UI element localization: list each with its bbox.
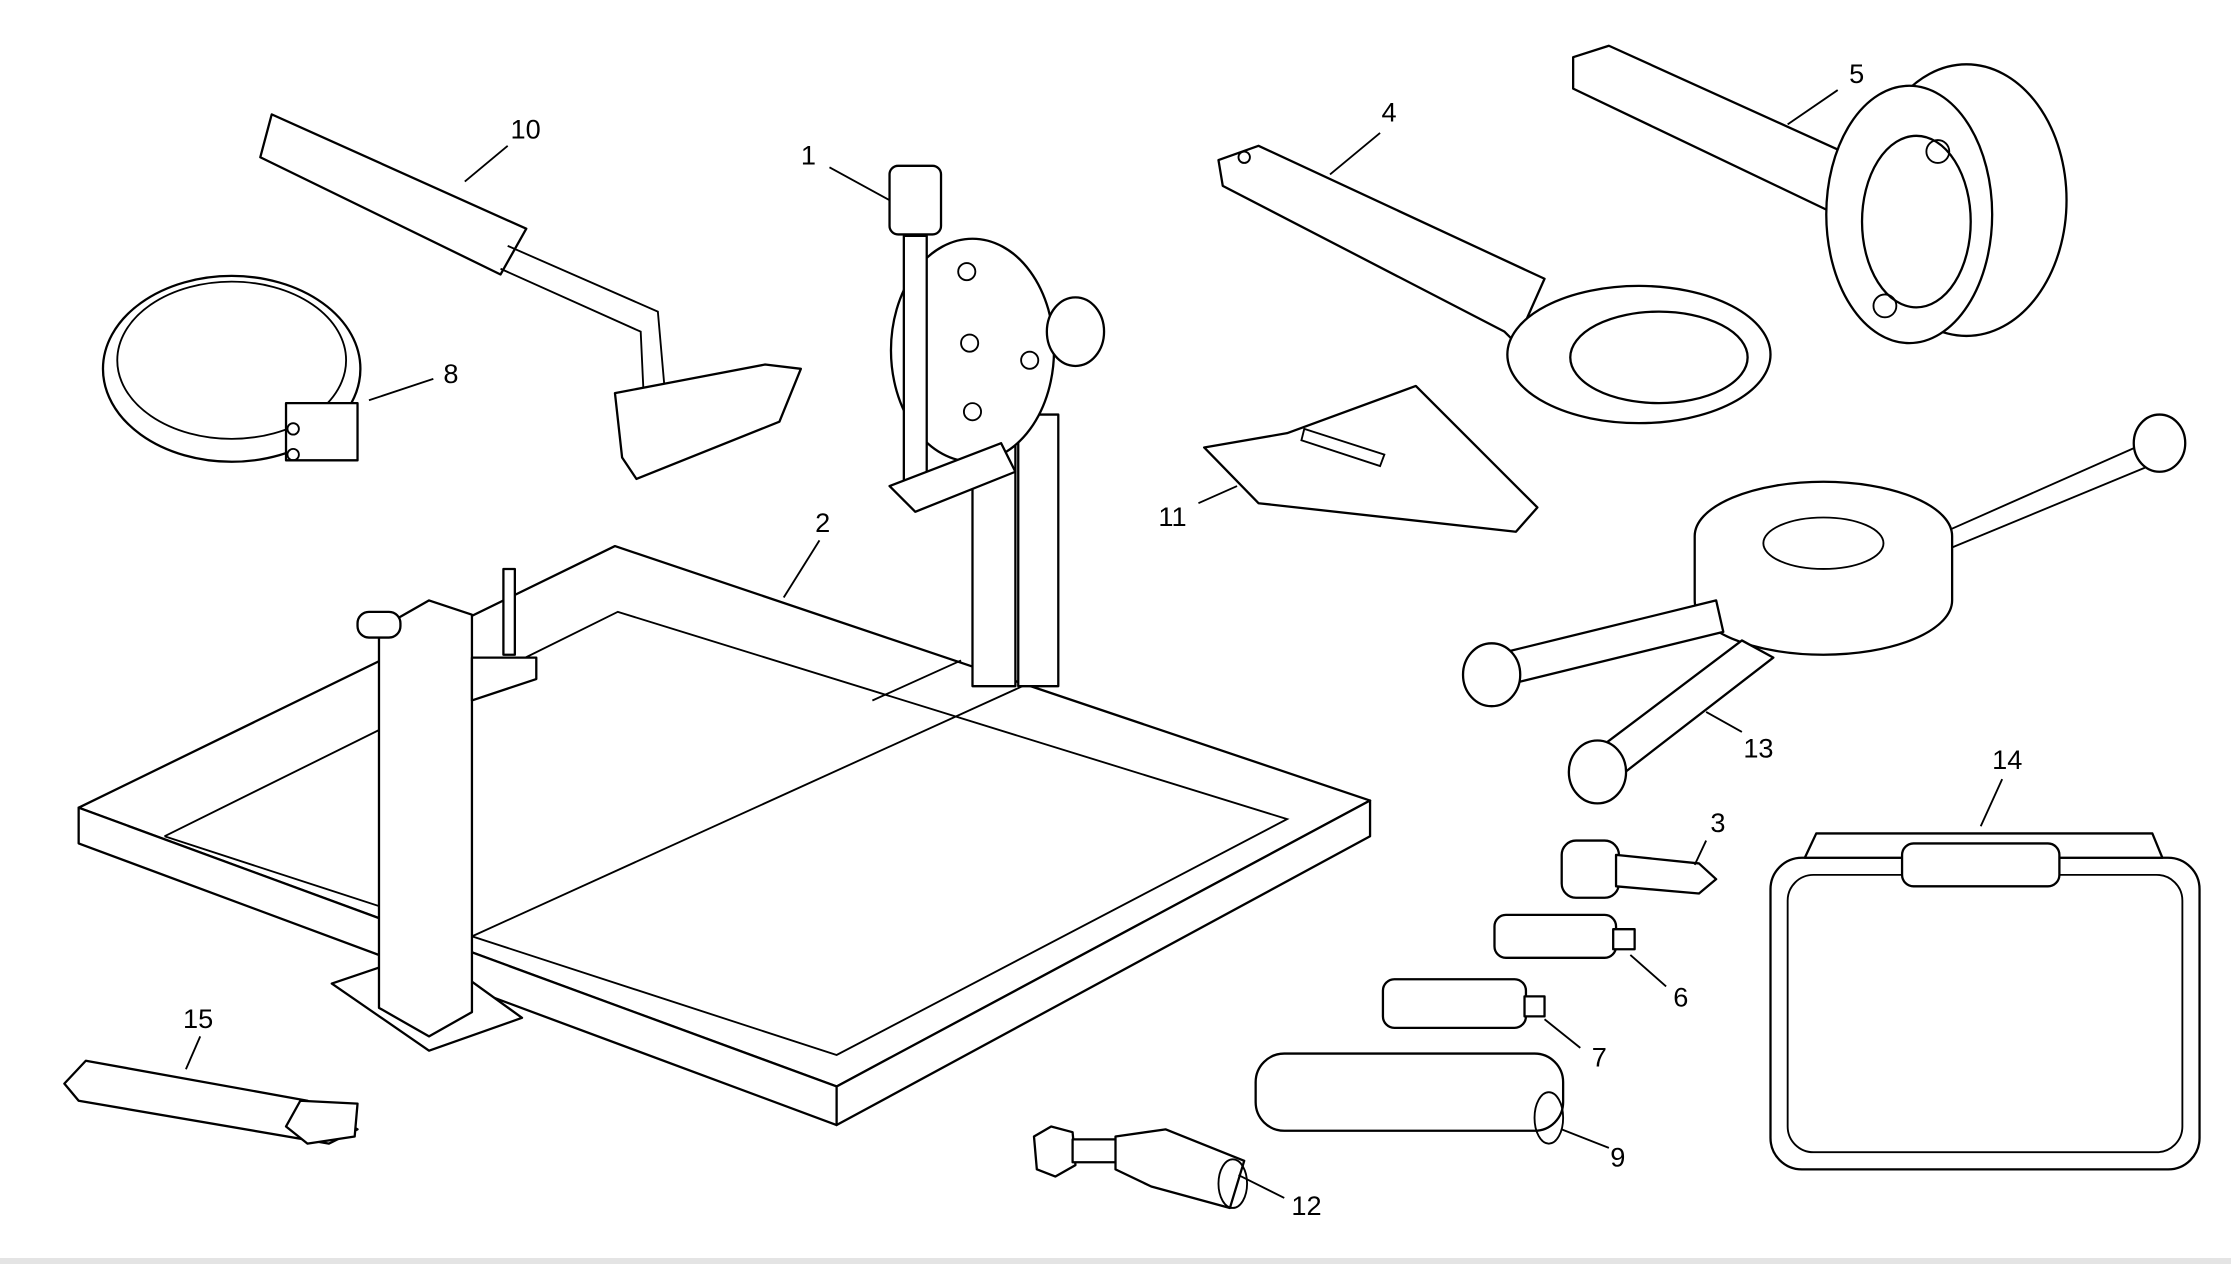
part-5-tool — [1571, 44, 2068, 345]
part-13-tool — [1461, 413, 2187, 805]
part-7-pin — [1381, 978, 1546, 1029]
part-4-wrench — [1217, 144, 1772, 425]
part-15-socket — [63, 1059, 359, 1145]
part-14-case — [1769, 832, 2201, 1171]
callout-10: 10 — [511, 114, 541, 145]
callout-11: 11 — [1158, 501, 1186, 532]
bottom-bar — [0, 1258, 2231, 1264]
callout-12: 12 — [1291, 1190, 1321, 1221]
callout-2: 2 — [815, 507, 830, 538]
callout-9: 9 — [1610, 1142, 1625, 1173]
callout-8: 8 — [443, 358, 458, 389]
part-2-tray — [77, 544, 1372, 1127]
callout-15: 15 — [183, 1003, 213, 1034]
callout-3: 3 — [1710, 807, 1725, 838]
leader-lines — [185, 89, 2004, 1199]
part-8-clamp — [101, 274, 362, 463]
callout-1: 1 — [801, 139, 816, 170]
callout-5: 5 — [1849, 58, 1864, 89]
callout-13: 13 — [1743, 733, 1773, 764]
part-12-puller — [1032, 1125, 1249, 1210]
callout-4: 4 — [1382, 97, 1397, 128]
part-11-plate — [1203, 384, 1539, 533]
callout-14: 14 — [1992, 744, 2022, 775]
part-2-upright — [330, 567, 538, 1052]
part-10-tool — [259, 113, 803, 481]
callout-6: 6 — [1673, 981, 1688, 1012]
part-3-pin — [1560, 839, 1718, 899]
part-1-stand — [888, 164, 1106, 688]
part-9-pin — [1254, 1052, 1565, 1145]
part-6-pin — [1493, 913, 1636, 959]
callout-7: 7 — [1592, 1041, 1607, 1072]
